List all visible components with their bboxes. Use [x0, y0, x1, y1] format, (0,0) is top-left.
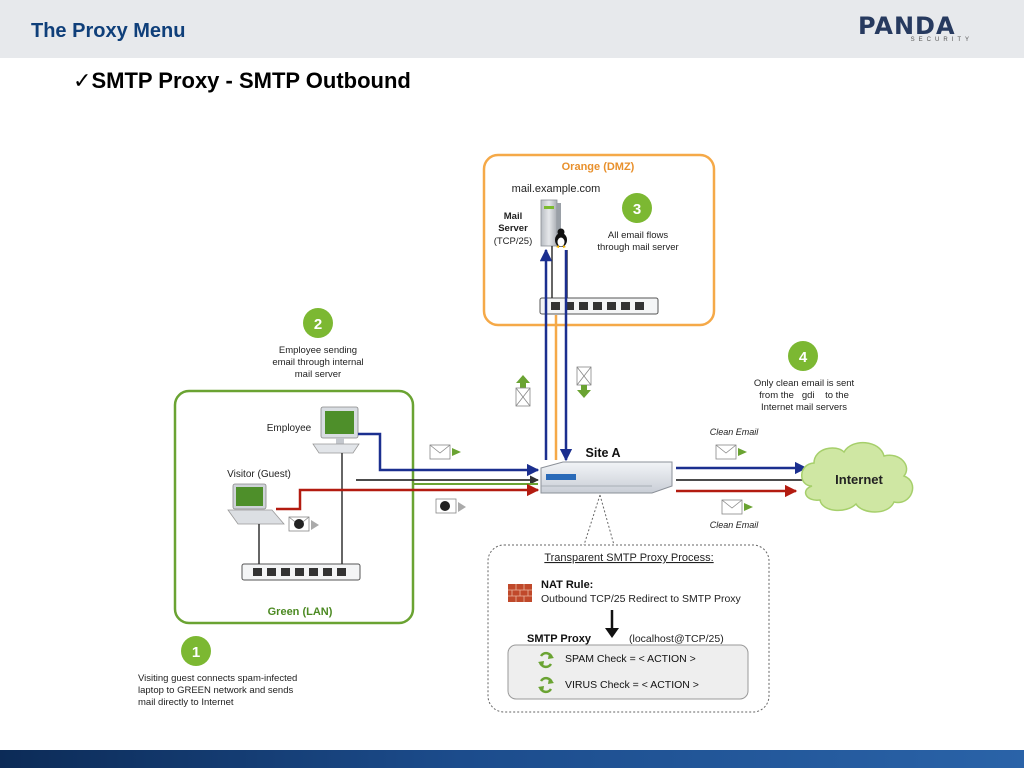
step-2-text-2: email through internal — [272, 357, 363, 368]
step-1-text-3: mail directly to Internet — [138, 697, 234, 708]
site-a-label: Site A — [586, 446, 621, 460]
email-to-site-icon — [429, 444, 461, 460]
down-arrow-icon — [605, 610, 619, 638]
internet-label: Internet — [835, 472, 883, 487]
dmz-host-label: mail.example.com — [512, 183, 601, 195]
dmz-switch-icon — [539, 297, 659, 315]
step-1-text-2: laptop to GREEN network and sends — [138, 685, 294, 696]
mail-server-label-1: Mail — [504, 211, 522, 222]
lan-switch-icon — [241, 563, 361, 581]
smtp-proxy-label: SMTP Proxy — [527, 633, 592, 645]
virus-check-refresh-icon — [538, 676, 554, 694]
site-a-firewall-device: Site A — [540, 446, 673, 494]
lan-zone-label: Green (LAN) — [268, 606, 333, 618]
nat-rule-desc: Outbound TCP/25 Redirect to SMTP Proxy — [541, 593, 742, 605]
lan-flows — [276, 432, 540, 511]
step-4-number: 4 — [799, 349, 808, 366]
mail-server-label-2: Server — [498, 223, 528, 234]
check-mark-icon: ✓ — [73, 68, 92, 93]
step-3-circle — [622, 193, 652, 223]
step-4-circle — [788, 341, 818, 371]
step-3-text-1: All email flows — [608, 230, 668, 241]
step-3-number: 3 — [633, 201, 641, 218]
infected-email-icon — [288, 516, 319, 532]
step-1-circle — [181, 636, 211, 666]
step-2-number: 2 — [314, 316, 322, 333]
flow-employee-blue — [358, 432, 540, 477]
lan-zone: Green (LAN) Employee Visitor (Guest) — [173, 389, 415, 625]
step-2-text-3: mail server — [295, 369, 341, 380]
spam-check-text: SPAM Check = < ACTION > — [565, 653, 696, 665]
step-4-text-2: from the gdi to the — [759, 390, 849, 401]
virus-check-text: VIRUS Check = < ACTION > — [565, 679, 699, 691]
smtp-proxy-process-box: Transparent SMTP Proxy Process: NAT Rule… — [487, 544, 770, 713]
step-2-text-1: Employee sending — [279, 345, 357, 356]
mail-server-icon — [540, 199, 567, 248]
step-4-text-1: Only clean email is sent — [754, 378, 855, 389]
employee-computer-icon — [312, 406, 360, 454]
clean-email-bottom-label: Clean Email — [710, 520, 760, 530]
dmz-zone-label: Orange (DMZ) — [562, 161, 635, 173]
checks-panel — [507, 644, 749, 700]
visitor-label: Visitor (Guest) — [227, 469, 291, 480]
email-up-icon — [515, 375, 531, 407]
step-1-number: 1 — [192, 644, 200, 661]
nat-firewall-brick-icon — [508, 584, 532, 602]
mail-server-label-3: (TCP/25) — [494, 236, 533, 247]
flow-visitor-red — [276, 483, 540, 511]
step-4: 4 Only clean email is sent from the gdi … — [754, 341, 855, 413]
step-2: 2 Employee sending email through interna… — [272, 308, 364, 380]
header-bar: The Proxy Menu PANDA SECURITY — [0, 0, 1024, 58]
nat-rule-title: NAT Rule: — [541, 579, 593, 591]
page-title: The Proxy Menu — [31, 20, 186, 42]
process-title: Transparent SMTP Proxy Process: — [544, 552, 713, 564]
clean-email-bottom-icon — [721, 499, 753, 515]
spam-check-refresh-icon — [538, 651, 554, 669]
step-3-text-2: through mail server — [597, 242, 678, 253]
logo-main-text: PANDA — [858, 12, 956, 40]
dmz-site-links — [539, 246, 573, 462]
footer-bar — [0, 750, 1024, 768]
step-4-text-3: Internet mail servers — [761, 402, 847, 413]
smtp-proxy-target: (localhost@TCP/25) — [629, 633, 724, 645]
visitor-laptop-icon — [227, 483, 285, 525]
dmz-zone: Orange (DMZ) mail.example.com Mail Serve… — [482, 153, 716, 327]
employee-label: Employee — [267, 423, 312, 434]
subtitle-text: SMTP Proxy - SMTP Outbound — [91, 68, 411, 93]
internet-cloud-icon: Internet — [801, 442, 914, 513]
slide-subtitle: ✓SMTP Proxy - SMTP Outbound — [73, 68, 411, 94]
step-1: 1 Visiting guest connects spam-infected … — [138, 636, 297, 708]
panda-security-logo: PANDA SECURITY — [858, 14, 973, 46]
clean-email-top-icon — [715, 444, 747, 460]
step-2-circle — [303, 308, 333, 338]
step-1-text-1: Visiting guest connects spam-infected — [138, 673, 297, 684]
internet-flows — [676, 461, 808, 498]
process-callout-pointer — [583, 494, 615, 546]
infected-email-flow-icon — [435, 498, 466, 514]
clean-email-top-label: Clean Email — [710, 427, 760, 437]
logo-sub-text: SECURITY — [910, 37, 973, 43]
email-down-icon — [576, 366, 592, 398]
